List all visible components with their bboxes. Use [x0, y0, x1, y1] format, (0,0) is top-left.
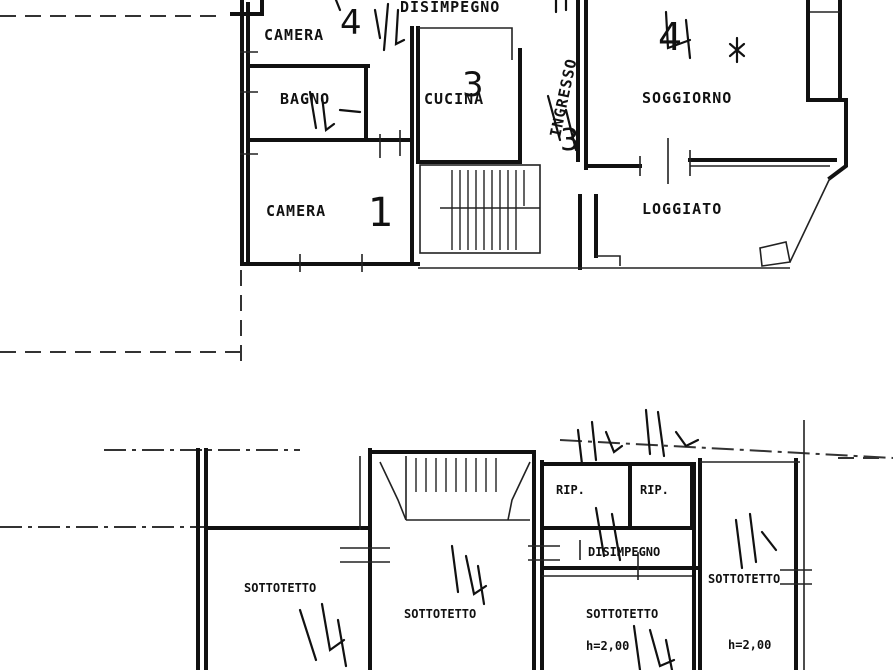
- upper-floor-plan: CAMERA DISIMPEGNO BAGNO CUCINA INGRESSO …: [0, 0, 848, 368]
- stair-treads: [440, 170, 540, 250]
- room-label-sottotetto-center: SOTTOTETTO: [404, 607, 476, 621]
- wall: [240, 0, 420, 266]
- reference-line: [559, 439, 893, 459]
- room-label-disimpegno-lower: DISIMPEGNO: [588, 545, 660, 559]
- room-number-ingresso: 3: [560, 123, 579, 158]
- height-label-right: h=2,00: [728, 638, 771, 652]
- height-label-right-center: h=2,00: [586, 639, 629, 653]
- room-label-rip-left: RIP.: [556, 483, 585, 497]
- room-label-loggiato: LOGGIATO: [642, 200, 722, 218]
- room-label-bagno: BAGNO: [280, 90, 330, 108]
- wall: [596, 255, 621, 266]
- room-label-disimpegno: DISIMPEGNO: [400, 0, 500, 16]
- room-label-soggiorno: SOGGIORNO: [642, 89, 732, 107]
- room-label-camera-1: CAMERA: [266, 202, 326, 220]
- room-number-cucina: 3: [462, 65, 484, 105]
- handwritten-marks: [298, 408, 778, 670]
- door-marks: [240, 51, 691, 272]
- room-label-camera-top: CAMERA: [264, 26, 324, 44]
- wall: [789, 177, 831, 263]
- wall: [418, 27, 513, 60]
- door-marks: [340, 540, 812, 585]
- wall: [230, 0, 264, 16]
- room-number-soggiorno: 4: [658, 15, 682, 59]
- handwritten-marks: [308, 0, 746, 152]
- room-label-rip-right: RIP.: [640, 483, 669, 497]
- wall: [806, 0, 848, 181]
- room-label-sottotetto-left: SOTTOTETTO: [244, 581, 316, 595]
- room-label-sottotetto-right-center: SOTTOTETTO: [586, 607, 658, 621]
- room-number-camera-1: 1: [368, 190, 393, 236]
- wall: [759, 241, 791, 267]
- room-label-sottotetto-right: SOTTOTETTO: [708, 572, 780, 586]
- lower-floor-plan: SOTTOTETTO SOTTOTETTO SOTTOTETTO h=2,00 …: [0, 408, 893, 670]
- staircase: [419, 164, 541, 254]
- room-number-camera-top: 4: [340, 3, 362, 43]
- stair-treads: [379, 458, 531, 521]
- room-label-cucina: CUCINA: [424, 90, 484, 108]
